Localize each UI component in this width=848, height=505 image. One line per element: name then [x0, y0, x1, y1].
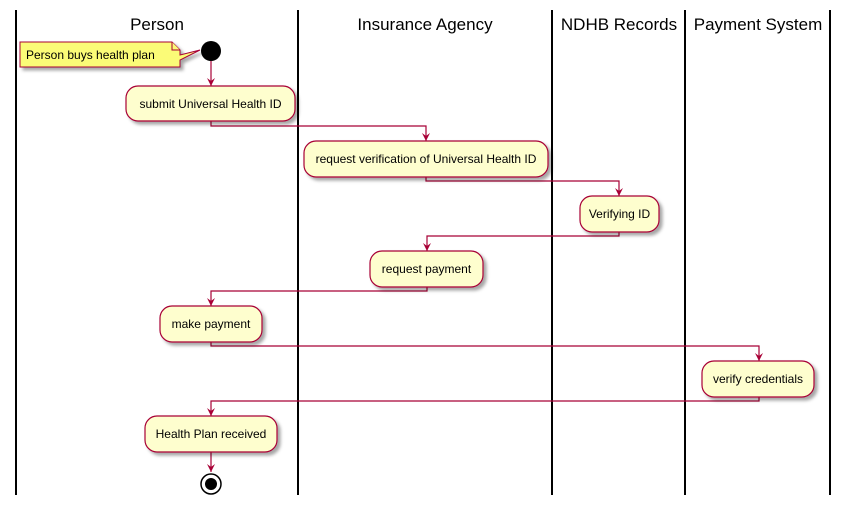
flow-arrow	[423, 232, 620, 251]
activity-make-payment: make payment	[159, 305, 263, 343]
activity-label: request payment	[382, 262, 472, 276]
end-node	[200, 473, 222, 495]
activity-submit-universal-health-id: submit Universal Health ID	[125, 85, 296, 122]
note-text: Person buys health plan	[26, 48, 155, 62]
activity-box	[369, 250, 484, 288]
activity-verify-credentials: verify credentials	[701, 360, 815, 398]
flow-arrow	[425, 177, 623, 196]
activity-request-verification: request verification of Universal Health…	[303, 140, 549, 178]
activity-label: Verifying ID	[589, 207, 651, 221]
lane-title-insurance-agency: Insurance Agency	[357, 15, 493, 34]
connectors	[207, 61, 763, 472]
activity-label: make payment	[172, 317, 251, 331]
flow-arrow	[210, 342, 763, 361]
flow-arrow	[207, 287, 428, 306]
note: Person buys health plan	[19, 41, 201, 68]
flow-arrow	[210, 121, 430, 141]
note-box	[19, 41, 201, 68]
activity-label: submit Universal Health ID	[139, 97, 281, 111]
lane-dividers	[15, 10, 831, 495]
activity-box	[159, 305, 263, 343]
end-node-dot	[205, 478, 217, 490]
note-fold	[171, 42, 180, 51]
activity-label: verify credentials	[713, 372, 803, 386]
activity-label: Health Plan received	[156, 427, 267, 441]
activity-box	[701, 360, 815, 398]
activity-box	[144, 415, 278, 453]
activity-request-payment: request payment	[369, 250, 484, 288]
activity-box	[579, 195, 660, 233]
lane-title-ndhb-records: NDHB Records	[561, 15, 677, 34]
activity-box	[125, 85, 296, 122]
lane-title-payment-system: Payment System	[694, 15, 823, 34]
activity-label: request verification of Universal Health…	[316, 152, 537, 166]
flow-arrow	[207, 397, 760, 416]
start-node	[201, 41, 221, 61]
lane-title-person: Person	[130, 15, 184, 34]
activity-verifying-id: Verifying ID	[579, 195, 660, 233]
activity-box	[303, 140, 549, 178]
activity-health-plan-received: Health Plan received	[144, 415, 278, 453]
